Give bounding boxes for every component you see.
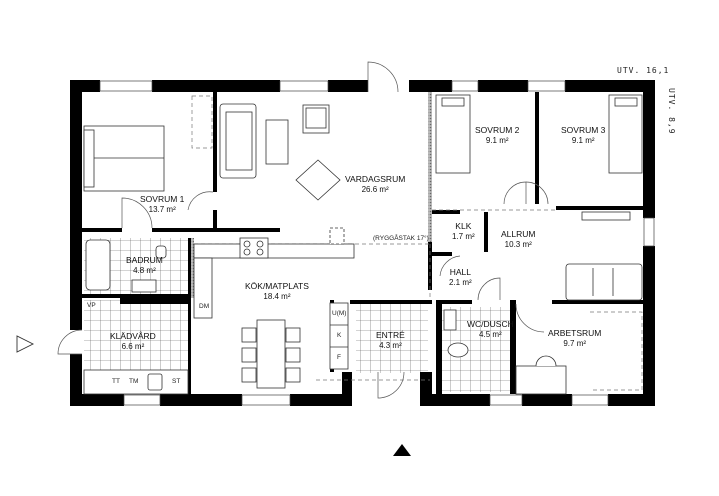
room-label-sovrum1: SOVRUM 1 13.7 m² [140, 194, 185, 214]
room-area: 9.1 m² [571, 135, 595, 145]
room-label-arbetsrum: ARBETSRUM 9.7 m² [548, 328, 602, 348]
room-name: KLK [455, 221, 472, 231]
room-area: 4.8 m² [133, 265, 156, 275]
room-label-sovrum2: SOVRUM 2 9.1 m² [475, 125, 520, 145]
width-dimension-label: UTV. 16,1 [617, 66, 670, 75]
room-area: 6.6 m² [121, 341, 145, 351]
room-area: 18.4 m² [263, 291, 291, 301]
hatched-wall [428, 92, 432, 242]
fridge-label-um: U(M) [332, 310, 347, 317]
windows [99, 80, 655, 406]
room-label-kok: KÖK/MATPLATS 18.4 m² [245, 281, 309, 301]
room-name: ALLRUM [501, 229, 536, 239]
depth-dimension-label: UTV. 8,9 [667, 88, 676, 135]
tiled-floors [84, 238, 510, 392]
fridge-label-f: F [337, 354, 341, 361]
room-label-wc: WC/DUSCH 4.5 m² [467, 319, 514, 339]
room-name: ENTRÉ [376, 330, 405, 340]
room-area: 13.7 m² [148, 204, 176, 214]
entrance-arrow-south [393, 444, 411, 456]
fridge-label-k: K [337, 332, 342, 339]
room-label-klk: KLK 1.7 m² [452, 221, 475, 241]
room-name: ARBETSRUM [548, 328, 602, 338]
room-name: SOVRUM 3 [561, 125, 606, 135]
laundry-label-st: ST [172, 378, 181, 385]
ceiling-annotation: (RYGGÅSTAK 17°) [373, 235, 429, 242]
door-swings [57, 61, 549, 399]
room-name: WC/DUSCH [467, 319, 514, 329]
dishwasher-label: DM [199, 303, 210, 310]
hatched-wall-kitchen [191, 238, 194, 298]
room-name: SOVRUM 2 [475, 125, 520, 135]
room-name: HALL [449, 267, 471, 277]
room-name: BADRUM [126, 255, 163, 265]
water-heater-label: VP [87, 302, 96, 309]
entrance-arrow-west [16, 335, 35, 353]
room-label-sovrum3: SOVRUM 3 9.1 m² [561, 125, 606, 145]
exterior-walls [70, 80, 655, 406]
room-name: KÖK/MATPLATS [245, 281, 309, 291]
room-name: VARDAGSRUM [345, 174, 406, 184]
room-name: SOVRUM 1 [140, 194, 185, 204]
dashed-lines [191, 95, 643, 391]
furniture [83, 94, 643, 395]
room-area: 1.7 m² [452, 231, 475, 241]
laundry-label-tm: TM [129, 378, 139, 385]
room-name: KLÄDVÅRD [110, 331, 156, 341]
room-area: 2.1 m² [449, 277, 472, 287]
room-area: 10.3 m² [504, 239, 532, 249]
room-area: 4.5 m² [479, 329, 502, 339]
room-label-vardagsrum: VARDAGSRUM 26.6 m² [345, 174, 406, 194]
room-area: 9.7 m² [563, 338, 587, 348]
room-label-kladvard: KLÄDVÅRD 6.6 m² [110, 331, 156, 351]
room-label-entre: ENTRÉ 4.3 m² [376, 330, 405, 350]
room-area: 9.1 m² [485, 135, 509, 145]
room-area: 26.6 m² [361, 184, 389, 194]
room-label-badrum: BADRUM 4.8 m² [126, 255, 163, 275]
laundry-label-tt: TT [112, 378, 120, 385]
room-label-allrum: ALLRUM 10.3 m² [501, 229, 536, 249]
room-label-hall: HALL 2.1 m² [449, 267, 472, 287]
room-area: 4.3 m² [379, 340, 402, 350]
